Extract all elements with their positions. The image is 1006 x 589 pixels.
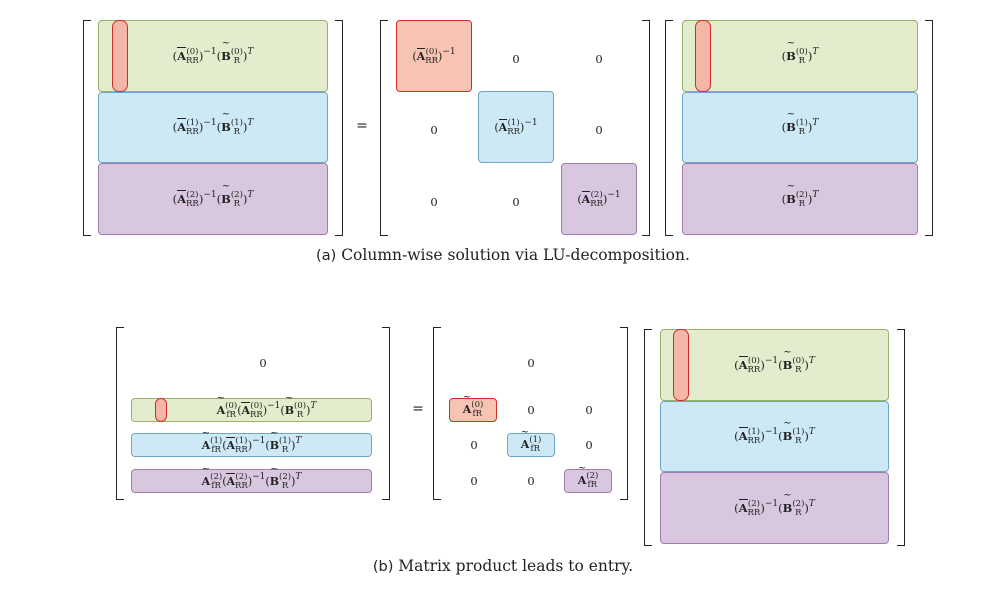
caption-a-text: Column-wise solution via LU-decompositio… <box>341 246 690 264</box>
zero-b-02: 0 <box>585 403 593 417</box>
expr-b-lhs-2: A(2)fR(A(2)RR)−1(B(2)R)T <box>202 472 302 491</box>
expr-b-rhs-0: (A(0)RR)−1(B(0)R)T <box>734 355 815 375</box>
zero-a-12: 0 <box>595 123 603 137</box>
highlight-column-a-rhs <box>695 20 711 92</box>
bracket-a-rhs-left <box>665 20 673 236</box>
mid-b-top-zero: 0 <box>527 356 535 370</box>
block-a-rhs-2: (B(2)R)T <box>682 163 918 235</box>
bracket-b-rhs-right <box>897 329 905 546</box>
block-b-rhs-2: (A(2)RR)−1(B(2)R)T <box>660 472 889 544</box>
expr-b-rhs-1: (A(1)RR)−1(B(1)R)T <box>734 427 815 446</box>
expr-a-rhs-1: (B(1)R)T <box>782 118 819 137</box>
block-a-lhs-1: (A(1)RR)−1(B(1)R)T <box>98 92 328 163</box>
block-a-lhs-0: (A(0)RR)−1(B(0)R)T <box>98 20 328 92</box>
lhs-b-top-zero: 0 <box>259 356 267 370</box>
equals-a: = <box>356 118 368 134</box>
diag-a-0-expr: (A(0)RR)−1 <box>412 46 456 66</box>
zero-a-02: 0 <box>595 52 603 66</box>
equals-b: = <box>412 401 424 417</box>
diag-a-1: (A(1)RR)−1 <box>478 91 554 163</box>
diag-b-2-expr: A(2)fR <box>578 472 599 490</box>
diag-b-0: A(0)fR <box>449 398 497 422</box>
expr-a-lhs-1: (A(1)RR)−1(B(1)R)T <box>173 118 253 137</box>
caption-a: (a) Column-wise solution via LU-decompos… <box>0 246 1006 264</box>
caption-a-label: (a) <box>316 248 337 264</box>
expr-a-lhs-0: (A(0)RR)−1(B(0)R)T <box>173 46 253 66</box>
zero-b-12: 0 <box>585 438 593 452</box>
bracket-a-lhs-right <box>335 20 343 236</box>
bracket-a-mid-left <box>380 20 388 236</box>
diag-b-2: A(2)fR <box>564 469 612 493</box>
caption-b: (b) Matrix product leads to entry. <box>0 557 1006 575</box>
bracket-b-mid-left <box>433 327 441 500</box>
zero-a-01: 0 <box>512 52 520 66</box>
block-a-rhs-1: (B(1)R)T <box>682 92 918 163</box>
bracket-a-rhs-right <box>925 20 933 236</box>
zero-a-20: 0 <box>430 195 438 209</box>
bracket-b-mid-right <box>620 327 628 500</box>
diag-a-1-expr: (A(1)RR)−1 <box>494 117 538 137</box>
highlight-entry-b-lhs <box>155 398 167 422</box>
diag-a-0: (A(0)RR)−1 <box>396 20 472 92</box>
zero-b-20: 0 <box>470 474 478 488</box>
zero-a-21: 0 <box>512 195 520 209</box>
expr-b-rhs-2: (A(2)RR)−1(B(2)R)T <box>734 498 815 518</box>
highlight-column-b-rhs <box>673 329 689 401</box>
expr-a-rhs-2: (B(2)R)T <box>782 190 819 209</box>
caption-b-text: Matrix product leads to entry. <box>398 557 634 575</box>
zero-a-10: 0 <box>430 123 438 137</box>
expr-b-lhs-0: A(0)fR(A(0)RR)−1(B(0)R)T <box>187 401 317 420</box>
bracket-b-lhs-left <box>116 327 124 500</box>
expr-a-rhs-0: (B(0)R)T <box>782 47 819 66</box>
diag-b-1-expr: A(1)fR <box>521 436 542 454</box>
block-a-rhs-0: (B(0)R)T <box>682 20 918 92</box>
bracket-b-lhs-right <box>382 327 390 500</box>
block-b-lhs-2: A(2)fR(A(2)RR)−1(B(2)R)T <box>131 469 372 493</box>
zero-b-01: 0 <box>527 403 535 417</box>
diag-a-2: (A(2)RR)−1 <box>561 163 637 235</box>
block-b-lhs-1: A(1)fR(A(1)RR)−1(B(1)R)T <box>131 433 372 457</box>
expr-a-lhs-2: (A(2)RR)−1(B(2)R)T <box>173 189 253 209</box>
diag-a-2-expr: (A(2)RR)−1 <box>577 189 621 209</box>
highlight-column-a-lhs <box>112 20 128 92</box>
zero-b-21: 0 <box>527 474 535 488</box>
diag-b-1: A(1)fR <box>507 433 555 457</box>
block-b-rhs-0: (A(0)RR)−1(B(0)R)T <box>660 329 889 401</box>
block-a-lhs-2: (A(2)RR)−1(B(2)R)T <box>98 163 328 235</box>
expr-b-lhs-1: A(1)fR(A(1)RR)−1(B(1)R)T <box>202 436 302 455</box>
bracket-a-lhs-left <box>83 20 91 236</box>
zero-b-10: 0 <box>470 438 478 452</box>
diag-b-0-expr: A(0)fR <box>463 401 484 419</box>
block-b-rhs-1: (A(1)RR)−1(B(1)R)T <box>660 401 889 472</box>
caption-b-label: (b) <box>372 559 394 575</box>
block-b-lhs-0: A(0)fR(A(0)RR)−1(B(0)R)T <box>131 398 372 422</box>
bracket-a-mid-right <box>642 20 650 236</box>
bracket-b-rhs-left <box>644 329 652 546</box>
